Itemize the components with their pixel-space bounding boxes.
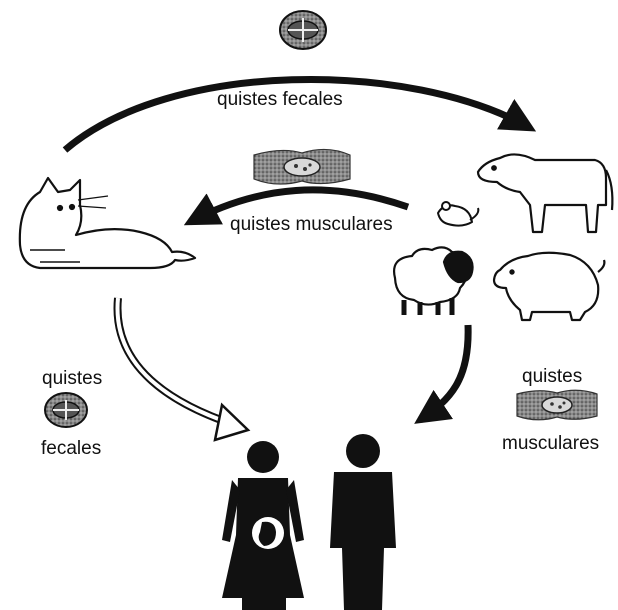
- fecal-cyst-icon: [280, 11, 326, 49]
- fecal-cyst-icon: [45, 393, 87, 427]
- pregnant-woman-icon: [222, 441, 304, 610]
- right-label-line-1: quistes: [522, 366, 582, 388]
- middle-arrow-label: quistes musculares: [230, 214, 393, 236]
- mouse-icon: [438, 202, 478, 226]
- sheep-icon: [394, 247, 472, 315]
- muscle-cyst-icon: [517, 390, 597, 420]
- fecal-cyst-arrowhead-left: [215, 405, 248, 440]
- muscle-cyst-arrow-right: [420, 325, 468, 420]
- left-label-line-2: fecales: [41, 438, 101, 460]
- man-icon: [330, 434, 396, 610]
- right-label-line-2: musculares: [502, 433, 599, 455]
- top-arrow-label: quistes fecales: [217, 89, 343, 111]
- fetus-icon: [252, 517, 284, 549]
- left-label-line-1: quistes: [42, 368, 102, 390]
- muscle-cyst-icon: [254, 149, 350, 184]
- pig-icon: [494, 253, 604, 320]
- cat-icon: [20, 178, 195, 268]
- cow-icon: [478, 154, 612, 232]
